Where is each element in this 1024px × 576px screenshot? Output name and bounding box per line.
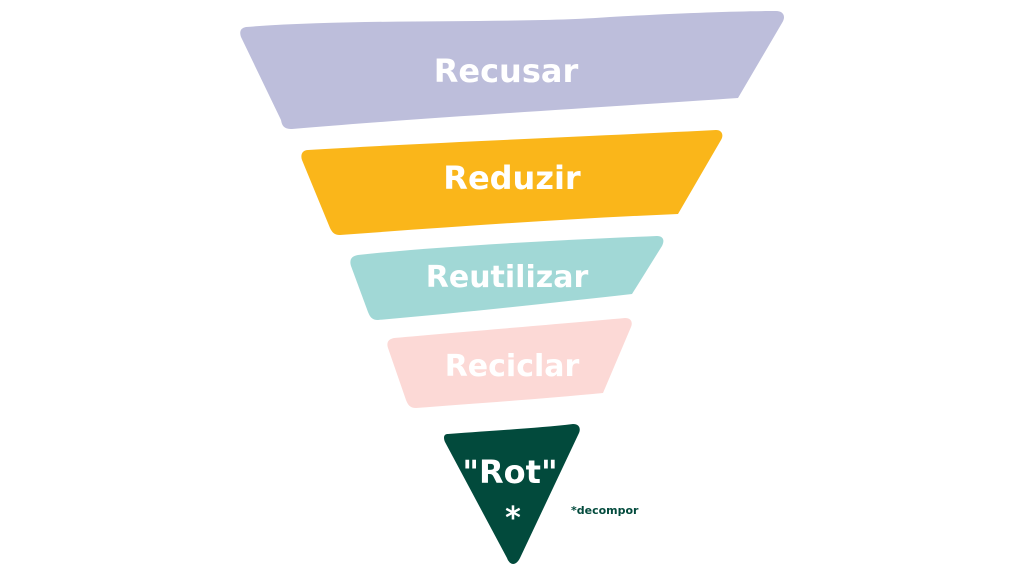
tier-reutilizar: Reutilizar: [350, 236, 664, 320]
tier-recusar-label: Recusar: [434, 52, 579, 90]
tier-reduzir: Reduzir: [301, 130, 723, 235]
tier-recusar: Recusar: [240, 11, 785, 129]
tier-reutilizar-band: [350, 236, 664, 320]
tier-rot: "Rot" *: [444, 424, 580, 564]
decompose-footnote: *decompor: [571, 504, 639, 517]
tier-reciclar-label: Reciclar: [445, 349, 580, 384]
tier-rot-asterisk: *: [505, 501, 521, 536]
tier-reciclar-band: [387, 318, 632, 408]
tier-rot-triangle: [444, 424, 580, 564]
tier-reduzir-label: Reduzir: [443, 159, 581, 197]
tier-reutilizar-label: Reutilizar: [426, 260, 589, 295]
tier-rot-label: "Rot": [462, 453, 557, 491]
tier-reciclar: Reciclar: [387, 318, 632, 408]
tier-recusar-band: [240, 11, 785, 129]
tier-reduzir-band: [301, 130, 723, 235]
